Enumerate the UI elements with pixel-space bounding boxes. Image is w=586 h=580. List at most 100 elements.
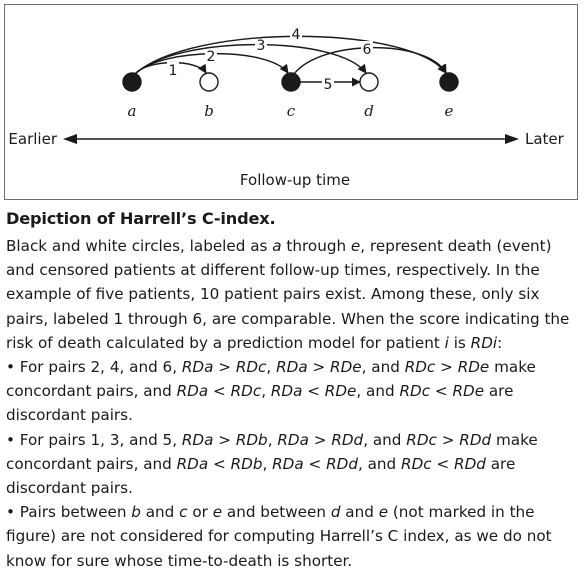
axis-left-label: Earlier <box>8 130 57 148</box>
bullet2-run: RDa <box>277 430 309 449</box>
bullet2-run: RDd <box>459 430 492 449</box>
intro-run: a <box>272 237 282 255</box>
bullet1-run: < <box>302 382 325 401</box>
intro-run: , represent death (event) and censored p… <box>6 237 570 352</box>
caption-intro: Black and white circles, labeled as a th… <box>6 234 578 355</box>
bullet1-run: RDa <box>276 358 308 377</box>
bullet1-run: RDe <box>452 382 485 401</box>
bullet2-run: < <box>303 454 327 473</box>
bullet2-run: , <box>267 430 278 449</box>
bullet3-run: or <box>187 503 213 522</box>
bullet2-run: RDd <box>326 454 358 473</box>
bullet1-run: RDa <box>270 382 303 401</box>
bullet1-run: < <box>208 382 231 401</box>
bullet1-run: RDc <box>404 358 436 377</box>
bullet2-run: < <box>208 454 231 473</box>
pair-label-6: 6 <box>363 42 372 58</box>
pair-label-4: 4 <box>292 27 301 43</box>
bullet2-run: RDa <box>176 454 209 473</box>
intro-run: : <box>497 333 503 352</box>
bullet1-run: > <box>307 358 331 377</box>
bullet2-run: , <box>262 454 273 473</box>
bullet3-run: (not marked in the figure) are not consi… <box>6 503 552 570</box>
patient-node-b <box>199 72 219 92</box>
bullet2-run: • For pairs 1, 3, and 5, <box>6 430 182 449</box>
bullet1-run: RDe <box>330 358 362 377</box>
bullet3-run: e <box>378 503 389 522</box>
bullet3-run: and <box>140 503 180 522</box>
bullet1-run: , and <box>356 382 400 401</box>
intro-run: is <box>448 333 471 352</box>
axis-caption: Follow-up time <box>240 171 350 189</box>
bullet2-run: RDd <box>454 454 486 473</box>
bullet1-run: , <box>266 358 277 377</box>
bullet1-run: < <box>430 382 453 401</box>
patient-label-c: c <box>287 102 296 120</box>
time-axis-left-arrowhead <box>63 134 77 144</box>
pair-label-bg <box>361 41 373 56</box>
intro-run: e <box>350 237 361 255</box>
caption-bullet-3: • Pairs between b and c or e and between… <box>6 500 578 573</box>
bullet1-run: RDc <box>399 382 431 401</box>
bullet2-run: < <box>431 454 455 473</box>
bullet1-run: are discordant pairs. <box>6 382 514 425</box>
bullet2-run: > <box>308 430 332 449</box>
bullet1-run: , <box>261 382 271 401</box>
bullet2-run: RDb <box>235 430 268 449</box>
bullet2-run: are discordant pairs. <box>6 454 516 498</box>
intro-run: i <box>444 333 449 352</box>
pair-label-bg <box>290 26 302 41</box>
patient-node-c <box>281 72 301 92</box>
bullet1-run: , and <box>361 358 405 377</box>
bullet1-run: RDe <box>457 358 490 377</box>
bullet2-run: > <box>436 430 460 449</box>
patient-label-a: a <box>128 102 137 120</box>
intro-run: RDi <box>470 333 498 352</box>
bullet2-run: RDa <box>272 454 304 473</box>
patient-node-e <box>439 72 459 92</box>
pair-label-bg <box>205 48 217 63</box>
bullet2-run: RDb <box>230 454 263 473</box>
bullet3-run: e <box>212 503 223 522</box>
pair-label-bg <box>167 62 179 77</box>
pair-label-bg <box>255 37 267 52</box>
caption-bullet-2: • For pairs 1, 3, and 5, RDa > RDb, RDa … <box>6 428 578 501</box>
pair-label-bg <box>322 76 334 91</box>
bullet1-run: • For pairs 2, 4, and 6, <box>6 358 182 377</box>
bullet2-run: , and <box>363 430 407 449</box>
bullet1-run: > <box>435 358 458 377</box>
bullet3-run: b <box>131 503 141 522</box>
bullet2-run: RDd <box>331 430 364 449</box>
bullet1-run: RDa <box>181 358 214 377</box>
bullet2-run: > <box>213 430 236 449</box>
bullet2-run: RDc <box>401 454 432 473</box>
patient-node-a <box>122 72 142 92</box>
pair-label-5: 5 <box>324 77 333 93</box>
time-axis-right-arrowhead <box>505 134 519 144</box>
pair-arc-4 <box>134 35 447 75</box>
bullet3-run: d <box>330 503 341 522</box>
patient-label-b: b <box>204 102 214 120</box>
figure-caption: Depiction of Harrell’s C-index. Black an… <box>6 204 578 573</box>
intro-run: Black and white circles, labeled as <box>6 237 273 255</box>
bullet2-run: RDa <box>181 430 214 449</box>
bullet3-run: and between <box>222 503 331 522</box>
bullet1-run: RDe <box>324 382 357 401</box>
bullet3-run: • Pairs between <box>6 503 132 522</box>
bullet1-run: make concordant pairs, and <box>6 358 536 401</box>
patient-label-e: e <box>445 102 454 120</box>
bullet2-run: , and <box>357 454 402 473</box>
axis-right-label: Later <box>525 130 565 148</box>
bullet2-run: make concordant pairs, and <box>6 430 538 473</box>
bullet2-run: RDc <box>406 430 437 449</box>
patient-node-d <box>359 72 379 92</box>
caption-title: Depiction of Harrell’s C-index. <box>6 209 276 228</box>
intro-run: through <box>281 237 351 255</box>
pair-label-1: 1 <box>169 63 178 79</box>
pair-arc-6 <box>293 46 447 75</box>
patient-label-d: d <box>364 102 374 120</box>
bullet1-run: RDa <box>176 382 209 401</box>
